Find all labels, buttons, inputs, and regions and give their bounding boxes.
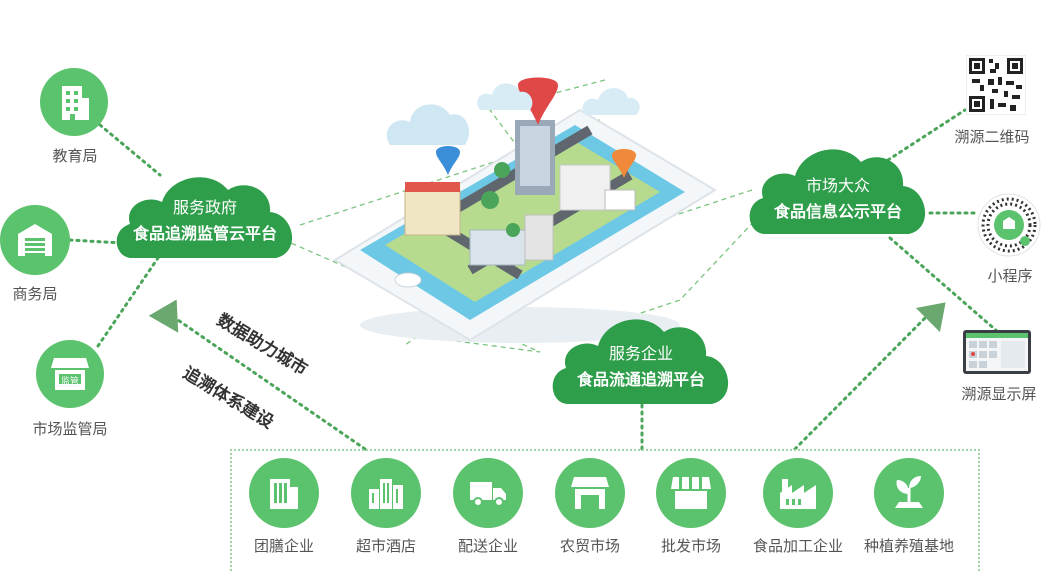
link-bottom-gov — [173, 316, 367, 451]
enterprise-label: 食品加工企业 — [752, 537, 843, 555]
link-gov-phone — [274, 235, 541, 353]
delivery-truck-icon — [470, 482, 506, 507]
office-building-icon — [270, 479, 298, 509]
factory-icon — [780, 479, 816, 509]
cloud-public-platform[interactable]: 市场大众 食品信息公示平台 — [745, 140, 931, 236]
cloud-shape — [116, 177, 293, 258]
output-qr-label: 溯源二维码 — [954, 128, 1030, 146]
link-public-phone-2 — [589, 214, 761, 331]
cloud-gov-title: 食品追溯监管云平台 — [132, 224, 277, 243]
agency-market-regulation-label: 市场监管局 — [32, 420, 108, 438]
cloud-enterprise-platform[interactable]: 服务企业 食品流通追溯平台 — [548, 310, 734, 406]
agency-market-regulation-circle[interactable]: 监管 — [36, 340, 104, 408]
enterprise-item[interactable]: 超市酒店 — [346, 458, 426, 556]
enterprise-circle — [453, 458, 523, 528]
market-stall-icon — [51, 358, 89, 390]
enterprise-circle — [351, 458, 421, 528]
arrow-to-public — [915, 302, 946, 333]
link-public-screen — [888, 236, 1000, 334]
enterprise-label: 配送企业 — [457, 537, 518, 555]
display-screen-icon — [963, 330, 1031, 374]
link-bottom-public — [793, 316, 927, 451]
cloud-gov-subtitle: 服务政府 — [172, 198, 237, 217]
sky-clouds-decoration — [386, 83, 640, 145]
qr-code-icon — [966, 55, 1026, 115]
link-commerce-gov — [68, 238, 124, 245]
enterprise-item[interactable]: 配送企业 — [448, 458, 528, 556]
cloud-public-title: 食品信息公示平台 — [773, 202, 902, 221]
market-stall-icon — [571, 477, 609, 509]
enterprise-label: 超市酒店 — [355, 537, 416, 555]
link-market-gov — [96, 253, 162, 348]
enterprise-item[interactable]: 团膳企业 — [244, 458, 324, 556]
cloud-shape — [552, 319, 729, 404]
enterprise-circle — [249, 458, 319, 528]
city-buildings-icon — [369, 479, 403, 509]
building-icon — [62, 86, 89, 120]
market-regulation-badge: 监管 — [60, 377, 79, 387]
enterprise-item[interactable]: 种植养殖基地 — [857, 458, 961, 556]
agency-education-label: 教育局 — [52, 147, 98, 165]
warehouse-icon — [18, 224, 52, 256]
enterprise-item[interactable]: 农贸市场 — [550, 458, 630, 556]
awning-shop-icon — [671, 477, 711, 509]
enterprise-circle — [874, 458, 944, 528]
enterprise-group-frame — [230, 449, 980, 571]
enterprise-label: 团膳企业 — [253, 537, 314, 555]
enterprise-circle — [555, 458, 625, 528]
enterprise-label: 种植养殖基地 — [863, 537, 954, 555]
enterprise-label: 批发市场 — [660, 537, 721, 555]
plant-sprout-icon — [895, 476, 923, 508]
mini-program-code-icon — [977, 193, 1041, 257]
agency-commerce-label: 商务局 — [12, 285, 58, 303]
output-mini-program-label: 小程序 — [987, 267, 1033, 285]
link-public-qr — [886, 108, 967, 162]
enterprise-item[interactable]: 批发市场 — [651, 458, 731, 556]
output-screen-label: 溯源显示屏 — [961, 385, 1037, 403]
cloud-enterprise-title: 食品流通追溯平台 — [576, 370, 705, 389]
enterprise-circle — [763, 458, 833, 528]
smart-city-phone-illustration — [333, 77, 717, 343]
cloud-enterprise-subtitle: 服务企业 — [608, 344, 673, 363]
enterprise-label: 农贸市场 — [559, 537, 620, 555]
agency-commerce-circle[interactable] — [0, 205, 70, 275]
agency-education-circle[interactable] — [40, 68, 108, 136]
cloud-shape — [749, 149, 926, 234]
link-edu-gov — [98, 123, 162, 177]
arrow-to-gov — [148, 299, 179, 333]
cloud-public-subtitle: 市场大众 — [805, 176, 870, 195]
cloud-gov-platform[interactable]: 服务政府 食品追溯监管云平台 — [112, 168, 298, 260]
enterprise-item[interactable]: 食品加工企业 — [750, 458, 846, 556]
enterprise-circle — [656, 458, 726, 528]
